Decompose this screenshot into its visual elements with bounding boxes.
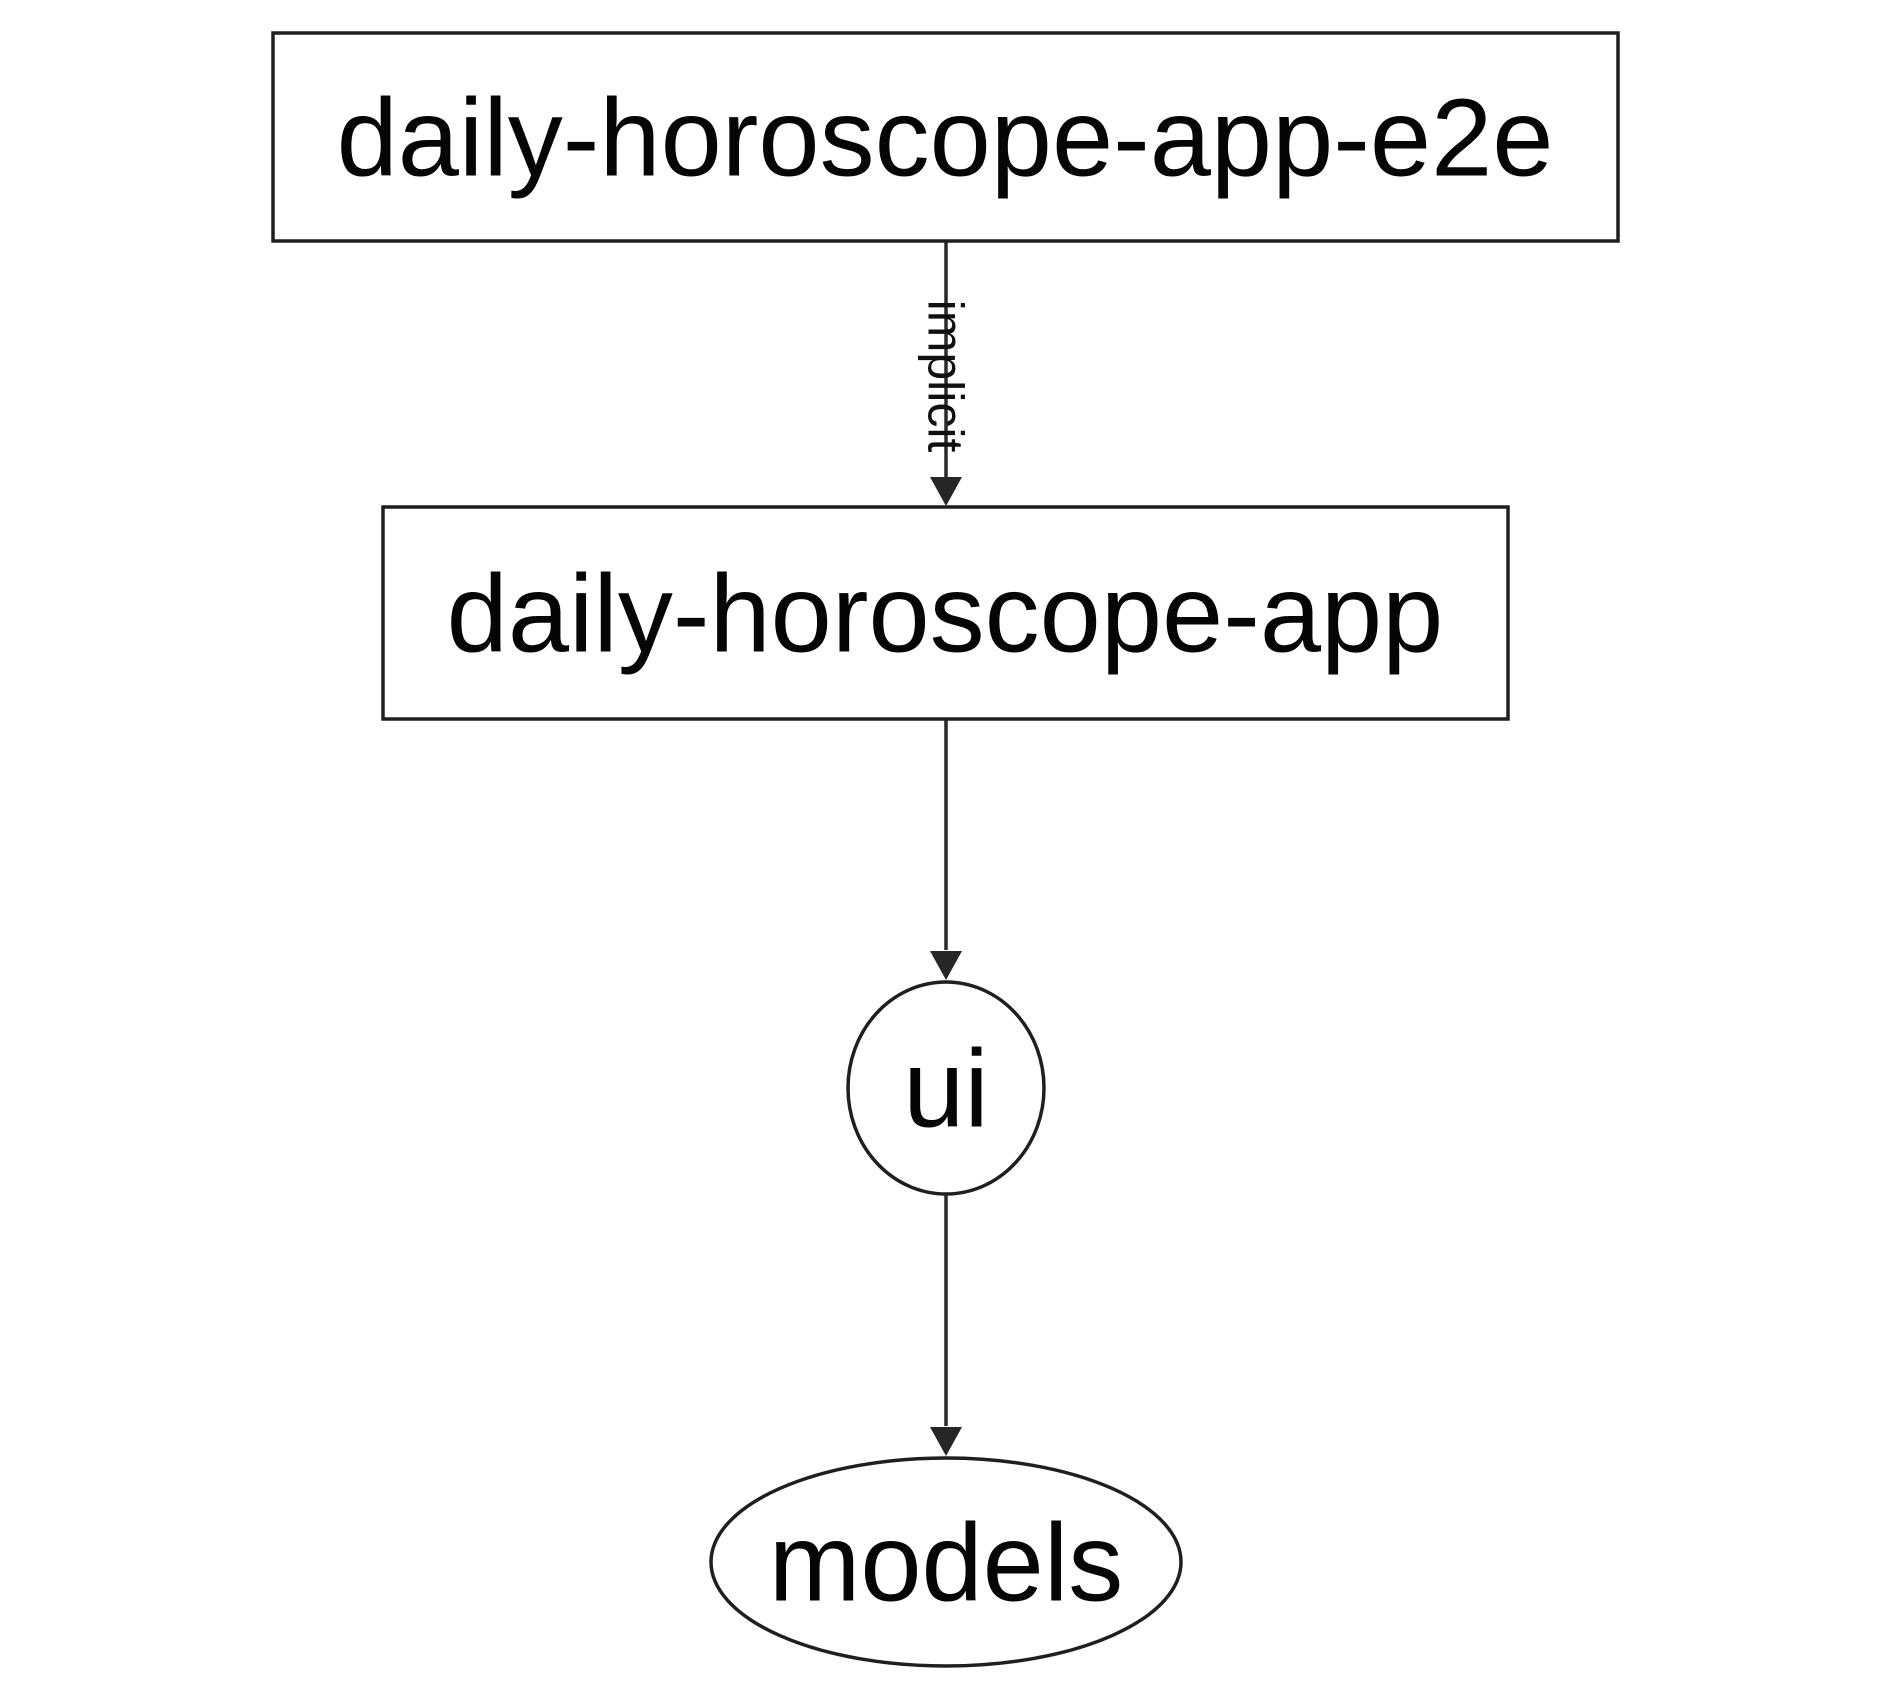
arrowhead-icon [930,1427,962,1456]
arrowhead-icon [930,477,962,506]
node-label: daily-horoscope-app [447,553,1444,676]
node-daily-horoscope-app[interactable]: daily-horoscope-app [381,505,1510,721]
node-ellipse [846,980,1046,1196]
node-label: models [769,1502,1124,1625]
edge-e2e-to-app: implicit [918,242,974,506]
node-ellipse [709,1456,1183,1668]
node-label: ui [903,1028,989,1151]
node-ui[interactable]: ui [846,980,1046,1196]
node-label: daily-horoscope-app-e2e [337,77,1554,200]
node-models[interactable]: models [709,1456,1183,1668]
arrowhead-icon [930,951,962,980]
edge-label-implicit: implicit [918,300,974,453]
node-daily-horoscope-app-e2e[interactable]: daily-horoscope-app-e2e [271,31,1620,243]
node-rect [271,31,1620,243]
edge-app-to-ui [930,720,962,980]
node-rect [381,505,1510,721]
edge-ui-to-models [930,1194,962,1456]
